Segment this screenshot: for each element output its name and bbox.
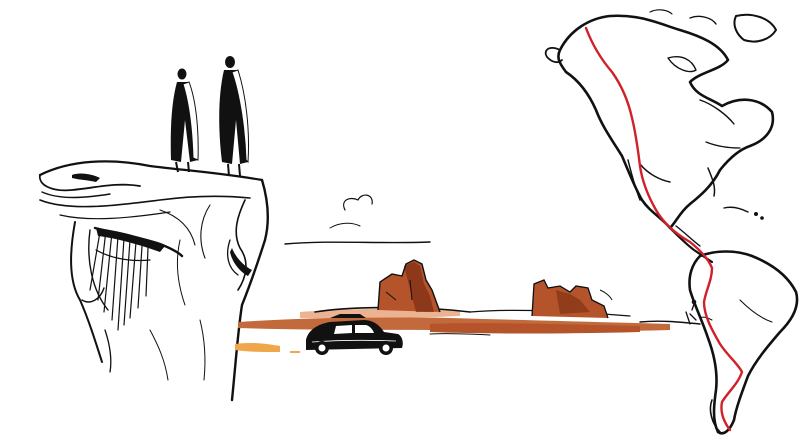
cliff-shadows <box>72 173 252 276</box>
americas-map <box>544 9 799 435</box>
travel-route <box>584 26 744 432</box>
cliff <box>38 160 270 402</box>
mesa-left <box>377 259 441 313</box>
figure-right <box>219 56 249 177</box>
desert-horizon <box>284 194 431 245</box>
figure-left <box>170 68 199 173</box>
mesa-right <box>531 279 613 319</box>
vintage-car <box>306 314 403 355</box>
